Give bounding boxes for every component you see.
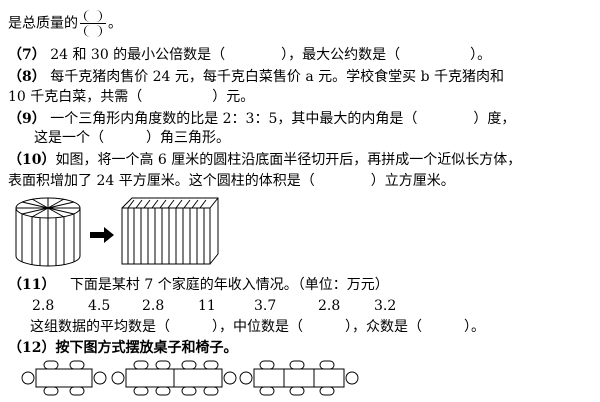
question-text: 24 和 30 的最小公倍数是（ ），最大公约数是（ ）。 [50, 47, 492, 63]
intro-line: 是总质量的 。 [8, 10, 122, 37]
question-number: （11） [8, 277, 56, 293]
income-value: 11 [198, 298, 216, 314]
cylinder-figure [15, 197, 81, 267]
question-7: （7） 24 和 30 的最小公倍数是（ ），最大公约数是（ ）。 [8, 46, 491, 64]
income-value: 2.8 [318, 298, 341, 314]
intro-text: 是总质量的 [8, 15, 78, 32]
question-8-line2: 10 千克白菜，共需（ ）元。 [8, 89, 255, 105]
question-text: 一个三角形内角度数的比是 2：3：5，其中最大的内角是（ ）度， [50, 111, 516, 127]
question-10: （10）如图，将一个高 6 厘米的圆柱沿底面半径切开后，再拼成一个近似长方体， [8, 151, 521, 169]
table-group-3 [239, 360, 359, 396]
question-number: （7） [8, 47, 46, 63]
question-12: （12）按下图方式摆放桌子和椅子。 [8, 339, 237, 357]
income-value: 3.2 [374, 298, 397, 314]
table-group-1 [21, 360, 107, 396]
cuboid-figure [121, 197, 219, 265]
income-value: 2.8 [142, 298, 165, 314]
income-value: 3.7 [254, 298, 277, 314]
question-text: 每千克猪肉售价 24 元，每千克白菜售价 a 元。学校食堂买 b 千克猪肉和 [50, 69, 505, 85]
table-group-2 [111, 360, 237, 396]
question-text: 如图，将一个高 6 厘米的圆柱沿底面半径切开后，再拼成一个近似长方体， [55, 152, 522, 168]
income-value: 4.5 [88, 298, 111, 314]
question-text: 下面是某村 7 个家庭的年收入情况。（单位：万元） [69, 277, 389, 293]
question-number: （9） [8, 111, 46, 127]
question-8: （8） 每千克猪肉售价 24 元，每千克白菜售价 a 元。学校食堂买 b 千克猪… [8, 68, 504, 86]
question-9: （9） 一个三角形内角度数的比是 2：3：5，其中最大的内角是（ ）度， [8, 110, 515, 128]
question-number: （12） [8, 340, 56, 356]
question-10-line2: 表面积增加了 24 平方厘米。这个圆柱的体积是（ ）立方厘米。 [8, 173, 455, 189]
question-11: （11） 下面是某村 7 个家庭的年收入情况。（单位：万元） [8, 276, 389, 294]
income-values-row: 2.8 4.5 2.8 11 3.7 2.8 3.2 [0, 297, 600, 315]
intro-end: 。 [108, 15, 122, 32]
question-9-line2: 这是一个（ ）角三角形。 [34, 130, 230, 146]
tables-chairs-figure [21, 360, 359, 396]
question-text: 按下图方式摆放桌子和椅子。 [55, 340, 238, 356]
question-number: （10） [8, 152, 56, 168]
fraction-blank [80, 10, 106, 37]
cylinder-to-cuboid-figure [15, 197, 219, 267]
arrow-icon [90, 227, 114, 243]
question-number: （8） [8, 69, 46, 85]
question-11-line3: 这组数据的平均数是（ ），中位数是（ ），众数是（ ）。 [30, 319, 485, 335]
income-value: 2.8 [32, 298, 55, 314]
